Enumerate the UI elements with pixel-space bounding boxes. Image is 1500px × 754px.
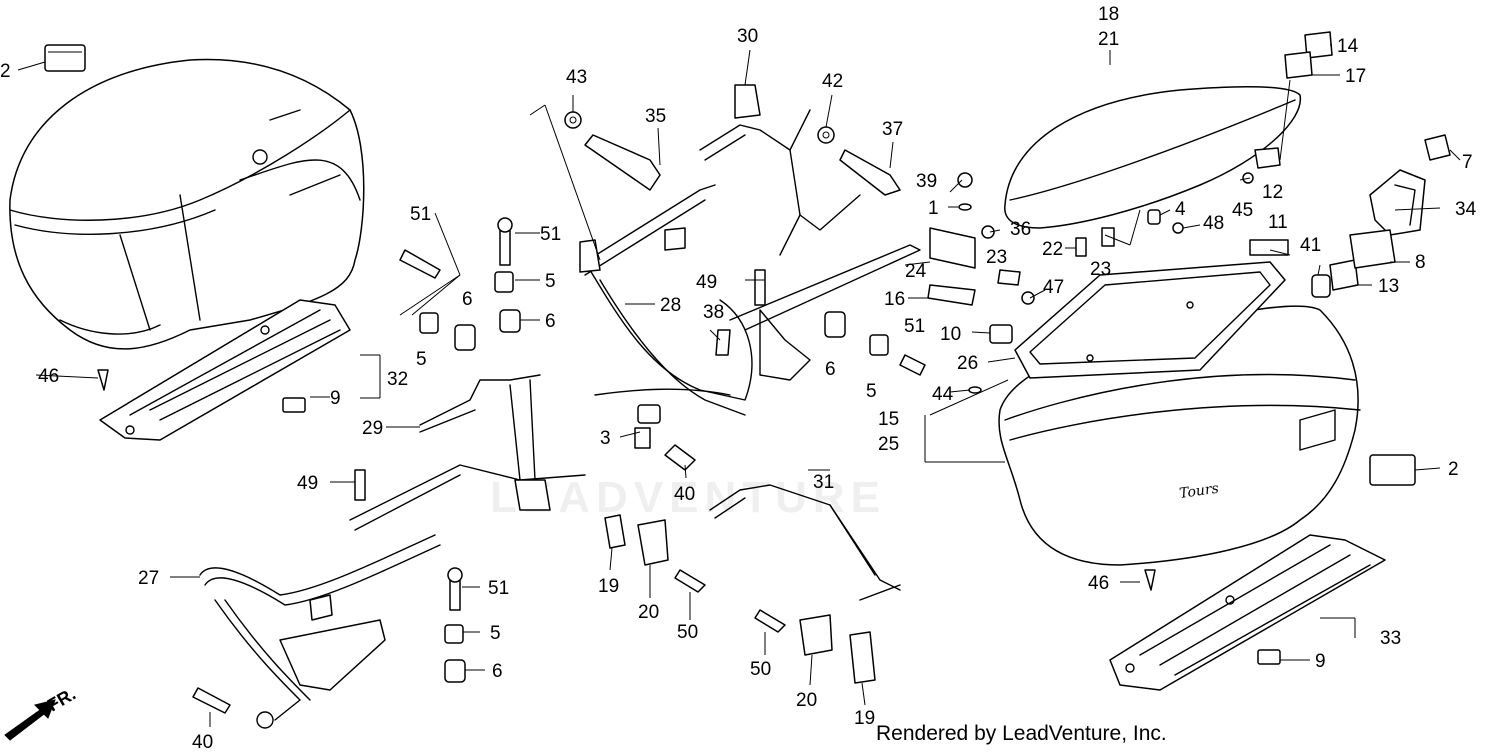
watermark-text: LEADVENTURE: [490, 473, 886, 522]
callout-6-b: 6: [545, 311, 556, 332]
callout-46-b: 46: [1088, 573, 1109, 594]
callout-2-left: 2: [0, 61, 11, 82]
callout-20-a: 20: [638, 602, 659, 623]
callout-30: 30: [737, 26, 758, 47]
latch-34: [1369, 169, 1426, 236]
callout-5-a: 5: [416, 349, 427, 370]
callout-47: 47: [1043, 277, 1064, 298]
callout-51-d: 51: [904, 316, 925, 337]
callout-29: 29: [362, 418, 383, 439]
callout-42: 42: [822, 71, 843, 92]
callout-50-b: 50: [750, 659, 771, 680]
callout-38: 38: [703, 302, 724, 323]
callout-39: 39: [916, 171, 937, 192]
callout-5-c: 5: [866, 381, 877, 402]
callout-labels: 2 2 3 4 5 5 5 5 6 6 6 6 7 8 9 9 10 11 12…: [0, 4, 1477, 753]
callout-19-a: 19: [598, 576, 619, 597]
callout-5-b: 5: [545, 271, 556, 292]
callout-23-a: 23: [986, 247, 1007, 268]
left-saddlebag: [9, 58, 365, 350]
callout-11: 11: [1268, 212, 1288, 233]
callout-48: 48: [1203, 213, 1224, 234]
callout-51-c: 51: [488, 578, 509, 599]
callout-32: 32: [387, 369, 408, 390]
callout-40-a: 40: [674, 484, 695, 505]
callout-26: 26: [957, 353, 978, 374]
credit-text: Rendered by LeadVenture, Inc.: [876, 722, 1167, 745]
callout-49-b: 49: [297, 473, 318, 494]
callout-15: 15: [878, 409, 899, 430]
callout-5-d: 5: [490, 623, 501, 644]
callout-6-c: 6: [825, 359, 836, 380]
callout-22: 22: [1042, 239, 1063, 260]
callout-17: 17: [1345, 66, 1366, 87]
callout-8: 8: [1415, 252, 1426, 273]
callout-6-d: 6: [492, 661, 503, 682]
callout-34: 34: [1455, 199, 1477, 220]
callout-18: 18: [1098, 4, 1119, 25]
callout-3: 3: [600, 428, 611, 449]
front-direction-arrow: FR.: [4, 684, 79, 741]
emblem-script: Tours: [1178, 481, 1219, 502]
callout-31: 31: [813, 472, 834, 493]
leader-lines: [17, 44, 1461, 727]
callout-9-right: 9: [1315, 651, 1326, 672]
lid: [1004, 85, 1302, 229]
callout-51-a: 51: [410, 204, 431, 225]
callout-16: 16: [884, 289, 905, 310]
callout-2-right: 2: [1448, 459, 1459, 480]
callout-9-left: 9: [330, 388, 341, 409]
callout-10: 10: [940, 324, 961, 345]
bracket-30: [699, 84, 861, 381]
callout-19-b: 19: [854, 708, 875, 729]
callout-6-a: 6: [462, 289, 473, 310]
callout-41: 41: [1300, 235, 1321, 256]
callout-12: 12: [1262, 182, 1283, 203]
callout-33: 33: [1380, 628, 1401, 649]
callout-43: 43: [566, 67, 587, 88]
callout-13: 13: [1378, 276, 1399, 297]
bracket-27: [199, 534, 441, 729]
callout-25: 25: [878, 434, 899, 455]
small-parts: [97, 31, 1451, 714]
callout-14: 14: [1337, 36, 1359, 57]
callout-24: 24: [905, 261, 927, 282]
callout-45: 45: [1232, 200, 1253, 221]
callout-49-a: 49: [696, 272, 717, 293]
callout-40-b: 40: [192, 732, 213, 753]
callout-35: 35: [645, 106, 666, 127]
callout-44: 44: [932, 384, 954, 405]
reflector-left: [44, 44, 86, 72]
callout-4: 4: [1175, 199, 1186, 220]
mounting-plate-left: [99, 299, 351, 441]
callout-36: 36: [1010, 219, 1031, 240]
gasket: [1014, 261, 1286, 379]
callout-37: 37: [882, 119, 903, 140]
callout-23-b: 23: [1090, 259, 1111, 280]
callout-27: 27: [138, 568, 159, 589]
callout-21: 21: [1098, 29, 1119, 50]
bracket-29: [349, 374, 586, 531]
callout-51-b: 51: [540, 224, 561, 245]
callout-46-a: 46: [38, 366, 59, 387]
bracket-31: [709, 484, 901, 601]
callout-20-b: 20: [796, 690, 817, 711]
bracket-28: [579, 184, 921, 416]
callout-1: 1: [928, 198, 939, 219]
callout-7: 7: [1462, 152, 1473, 173]
mounting-plate-right: [1109, 534, 1386, 691]
callout-28: 28: [660, 295, 681, 316]
callout-50-a: 50: [677, 622, 698, 643]
